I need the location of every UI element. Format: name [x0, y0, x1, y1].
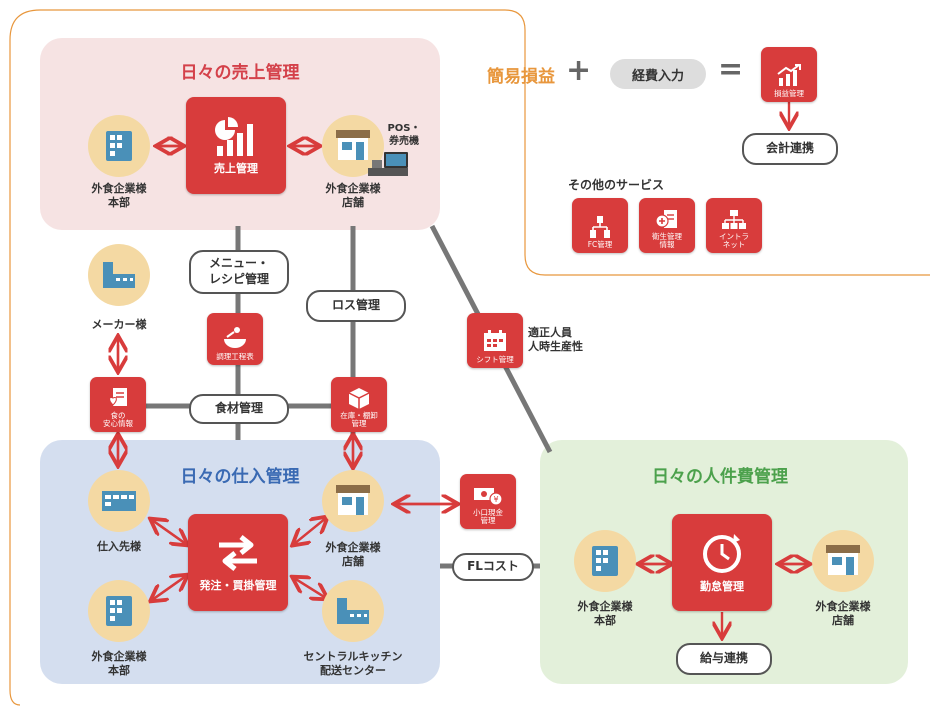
- pos-register-icon: [368, 152, 408, 176]
- safety-document-icon: [109, 387, 127, 406]
- simple-pl-title: 簡易損益: [487, 67, 555, 87]
- shift-management-label: シフト管理: [476, 355, 514, 365]
- hygiene-box[interactable]: 衛生管理 情報: [639, 198, 695, 253]
- menu-recipe-pill[interactable]: メニュー・ レシピ管理: [189, 250, 289, 294]
- store-icon: [336, 130, 370, 160]
- labor-section-title: 日々の人件費管理: [652, 467, 788, 487]
- ingredient-management-pill[interactable]: 食材管理: [189, 394, 289, 424]
- building-icon: [106, 131, 132, 161]
- fc-management-box[interactable]: FC管理: [572, 198, 628, 253]
- shift-management-box[interactable]: シフト管理: [467, 313, 523, 368]
- shift-note: 適正人員 人時生産性: [528, 326, 583, 354]
- factory-icon: [103, 262, 135, 288]
- building-icon: [106, 596, 132, 626]
- inventory-box[interactable]: 在庫・棚卸 管理: [331, 377, 387, 432]
- exchange-arrows-icon: [219, 534, 257, 571]
- supplier-label: 仕入先様: [97, 540, 141, 553]
- supplier-circle: [88, 470, 150, 532]
- org-icon: [590, 216, 610, 239]
- store-icon: [336, 485, 370, 515]
- supplier-building-icon: [102, 491, 136, 511]
- clock-icon: [703, 533, 741, 573]
- labor-store-label: 外食企業様 店舗: [815, 600, 871, 628]
- svg-text:¥: ¥: [493, 495, 498, 504]
- sales-management-box[interactable]: 売上管理: [186, 97, 286, 194]
- pl-management-box[interactable]: 損益管理: [761, 47, 817, 102]
- other-services-title: その他のサービス: [568, 178, 665, 192]
- loss-management-pill[interactable]: ロス管理: [306, 290, 406, 322]
- box-icon: [348, 387, 370, 409]
- purchase-store-label: 外食企業様 店舗: [325, 541, 381, 569]
- kitchen-circle: [322, 580, 384, 642]
- intranet-box[interactable]: イントラ ネット: [706, 198, 762, 253]
- building-icon: [592, 546, 618, 576]
- cooking-bowl-icon: [224, 327, 246, 349]
- kitchen-label: セントラルキッチン 配送センター: [303, 650, 403, 678]
- equals-sign: =: [718, 52, 744, 87]
- labor-store-circle: [812, 530, 874, 592]
- intranet-label: イントラ ネット: [719, 231, 749, 250]
- outer-frame-left: [9, 9, 41, 706]
- labor-hq-label: 外食企業様 本部: [577, 600, 633, 628]
- pl-management-label: 損益管理: [774, 89, 804, 99]
- sales-section-title: 日々の売上管理: [180, 63, 300, 83]
- food-safety-label: 食の 安心情報: [103, 410, 133, 429]
- attendance-box[interactable]: 勤怠管理: [672, 514, 772, 611]
- sales-hq-label: 外食企業様 本部: [91, 182, 147, 210]
- plus-sign: +: [566, 53, 592, 88]
- purchase-hq-circle: [88, 580, 150, 642]
- growth-chart-icon: [777, 64, 801, 87]
- inventory-label: 在庫・棚卸 管理: [340, 410, 378, 429]
- maker-circle: [88, 244, 150, 306]
- calendar-icon: [484, 330, 506, 352]
- pie-bar-chart-icon: [215, 116, 253, 156]
- factory-icon: [337, 598, 369, 624]
- store-icon: [826, 545, 860, 575]
- sales-hq-circle: [88, 115, 150, 177]
- attendance-label: 勤怠管理: [700, 579, 744, 593]
- outer-frame: [40, 9, 930, 276]
- purchase-store-circle: [322, 470, 384, 532]
- payroll-pill[interactable]: 給与連携: [676, 643, 772, 675]
- purchase-section-title: 日々の仕入管理: [180, 467, 300, 487]
- cooking-process-box[interactable]: 調理工程表: [207, 313, 263, 365]
- expense-input-pill[interactable]: 経費入力: [610, 59, 706, 89]
- purchase-hq-label: 外食企業様 本部: [91, 650, 147, 678]
- accounting-pill[interactable]: 会計連携: [742, 133, 838, 165]
- cash-icon: ¥: [474, 487, 503, 506]
- labor-hq-circle: [574, 530, 636, 592]
- ordering-label: 発注・買掛管理: [199, 578, 277, 592]
- maker-label: メーカー様: [91, 318, 147, 331]
- sales-store-label: 外食企業様 店舗: [325, 182, 381, 210]
- petty-cash-box[interactable]: ¥ 小口現金 管理: [460, 474, 516, 529]
- fc-management-label: FC管理: [587, 240, 613, 250]
- hygiene-label: 衛生管理 情報: [652, 231, 682, 250]
- sales-management-label: 売上管理: [214, 161, 258, 175]
- food-safety-box[interactable]: 食の 安心情報: [90, 377, 146, 432]
- fl-cost-pill[interactable]: FLコスト: [452, 553, 534, 581]
- petty-cash-label: 小口現金 管理: [473, 507, 503, 526]
- network-icon: [722, 209, 746, 229]
- ordering-box[interactable]: 発注・買掛管理: [188, 514, 288, 611]
- cooking-process-label: 調理工程表: [216, 352, 254, 362]
- pos-label: POS・ 券売機: [387, 123, 421, 147]
- hygiene-icon: [655, 209, 677, 228]
